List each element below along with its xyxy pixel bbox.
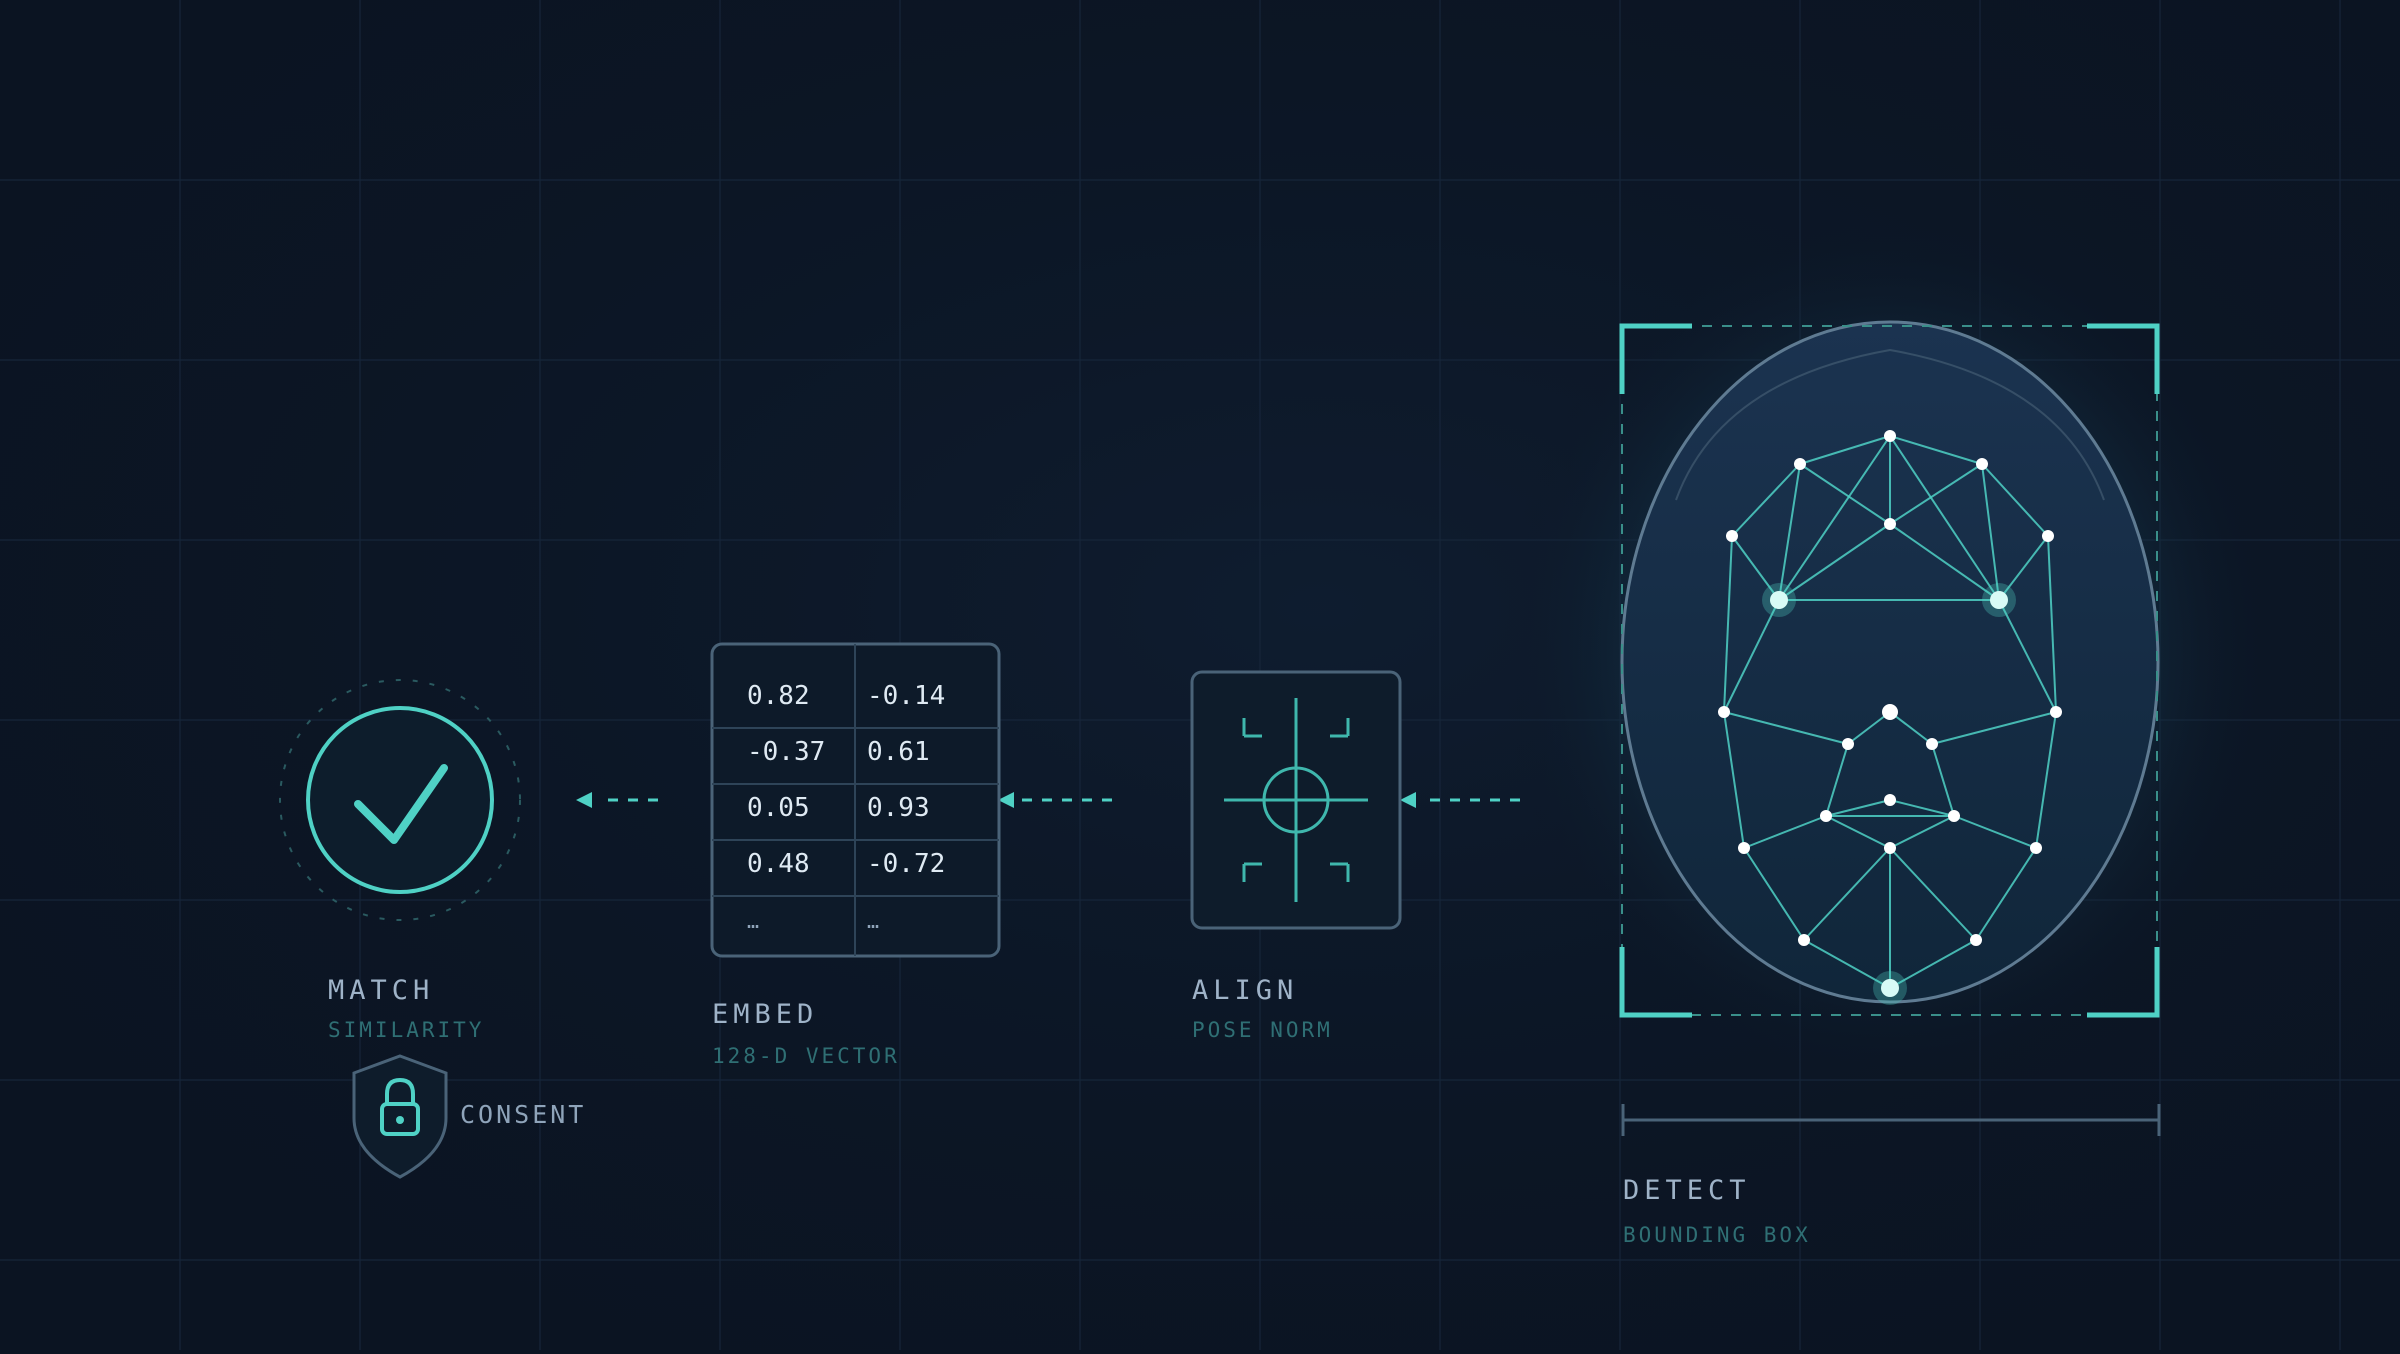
mesh-edge — [1889, 435, 2000, 601]
align-panel — [1190, 670, 1402, 930]
embedding-cell: … — [747, 909, 759, 933]
landmark-point — [1884, 518, 1896, 530]
mesh-edge — [2035, 711, 2057, 849]
embedding-cell: -0.72 — [867, 849, 945, 879]
landmark-point — [1770, 591, 1788, 609]
mesh-edge — [1981, 463, 2049, 537]
landmark-point — [1718, 706, 1730, 718]
mesh-edge — [1723, 535, 1733, 713]
mesh-edge — [1778, 435, 1891, 601]
embedding-cell: 0.61 — [867, 737, 930, 767]
embedding-cell: 0.05 — [747, 793, 810, 823]
mesh-edge — [1889, 815, 1955, 849]
face-mesh-icon — [1718, 430, 2062, 1005]
landmark-point — [1881, 979, 1899, 997]
landmark-point — [1976, 458, 1988, 470]
match-circle — [306, 706, 494, 894]
landmark-point — [1970, 934, 1982, 946]
embed-subtitle: 128-D VECTOR — [712, 1044, 900, 1068]
align-subtitle: POSE NORM — [1192, 1018, 1333, 1042]
mesh-edge — [1743, 815, 1827, 849]
flow-arrow-align-to-embed — [998, 792, 1112, 808]
mesh-edge — [1803, 939, 1891, 989]
mesh-edge — [1889, 939, 1977, 989]
embed-title: EMBED — [712, 999, 819, 1030]
bounding-box-corners — [1619, 323, 2160, 1018]
crosshair-icon — [1224, 698, 1368, 902]
landmark-point — [1990, 591, 2008, 609]
mesh-edge — [1803, 847, 1891, 941]
mesh-edge — [1975, 847, 2037, 941]
embedding-cell: 0.48 — [747, 849, 810, 879]
mesh-edge — [1847, 711, 1891, 745]
mesh-edge — [1931, 711, 2057, 745]
mesh-edge — [1825, 815, 1891, 849]
face-outline — [1620, 320, 2160, 1004]
detect-stage — [1500, 210, 2280, 1090]
landmark-point — [1738, 842, 1750, 854]
mesh-edge — [1953, 815, 2037, 849]
mesh-edge — [1723, 711, 1849, 745]
bounding-box-dimension-line — [1621, 1104, 2161, 1136]
mesh-edge — [1731, 463, 1801, 537]
landmark-point — [1798, 934, 1810, 946]
embedding-cell: 0.82 — [747, 681, 810, 711]
mesh-edge — [2047, 535, 2057, 713]
landmark-point — [1884, 794, 1896, 806]
landmark-point — [1882, 704, 1898, 720]
detect-title: DETECT — [1623, 1175, 1751, 1206]
mesh-edge — [1931, 743, 1955, 817]
match-dashed-ring — [279, 679, 521, 921]
mesh-edge — [1998, 599, 2057, 713]
landmark-point — [1842, 738, 1854, 750]
landmark-point — [2030, 842, 2042, 854]
embedding-cell: 0.93 — [867, 793, 930, 823]
embedding-cell: -0.37 — [747, 737, 825, 767]
embedding-cell: -0.14 — [867, 681, 945, 711]
landmark-point — [1820, 810, 1832, 822]
landmark-point — [1884, 430, 1896, 442]
mesh-edge — [1889, 435, 1983, 465]
lock-shield-icon — [352, 1054, 448, 1179]
bounding-box-dashed — [1621, 325, 2158, 1016]
mesh-edge — [1778, 463, 1801, 601]
mesh-edge — [1889, 847, 1977, 941]
mesh-edge — [1743, 847, 1805, 941]
landmark-point — [1948, 810, 1960, 822]
mesh-edge — [1825, 799, 1891, 817]
mesh-edge — [1889, 523, 2000, 601]
landmark-point — [2042, 530, 2054, 542]
mesh-edge — [1799, 463, 1891, 525]
embedding-table: 0.82 -0.14 -0.37 0.61 0.05 0.93 0.48 -0.… — [710, 642, 1001, 958]
landmark-point — [1794, 458, 1806, 470]
mesh-edge — [1889, 711, 1933, 745]
landmark-point — [1726, 530, 1738, 542]
match-title: MATCH — [328, 975, 435, 1006]
mesh-edge — [1825, 743, 1849, 817]
landmark-point — [2050, 706, 2062, 718]
detect-subtitle: BOUNDING BOX — [1623, 1223, 1811, 1247]
check-icon — [354, 764, 448, 844]
mesh-edge — [1889, 799, 1955, 817]
landmark-point — [1884, 842, 1896, 854]
mesh-edge — [1723, 599, 1780, 713]
mesh-edge — [1998, 535, 2049, 601]
align-title: ALIGN — [1192, 975, 1299, 1006]
match-subtitle: SIMILARITY — [328, 1018, 485, 1042]
flow-arrow-embed-to-match — [576, 792, 658, 808]
match-stage — [279, 679, 521, 921]
mesh-edge — [1799, 435, 1891, 465]
mesh-edge — [1778, 523, 1891, 601]
consent-label: CONSENT — [460, 1100, 587, 1129]
flow-arrow-detect-to-align — [1400, 792, 1520, 808]
embedding-cell: … — [867, 909, 879, 933]
mesh-edge — [1723, 711, 1745, 849]
mesh-edge — [1731, 535, 1780, 601]
mesh-edge — [1981, 463, 2000, 601]
landmark-point — [1926, 738, 1938, 750]
mesh-edge — [1889, 463, 1983, 525]
